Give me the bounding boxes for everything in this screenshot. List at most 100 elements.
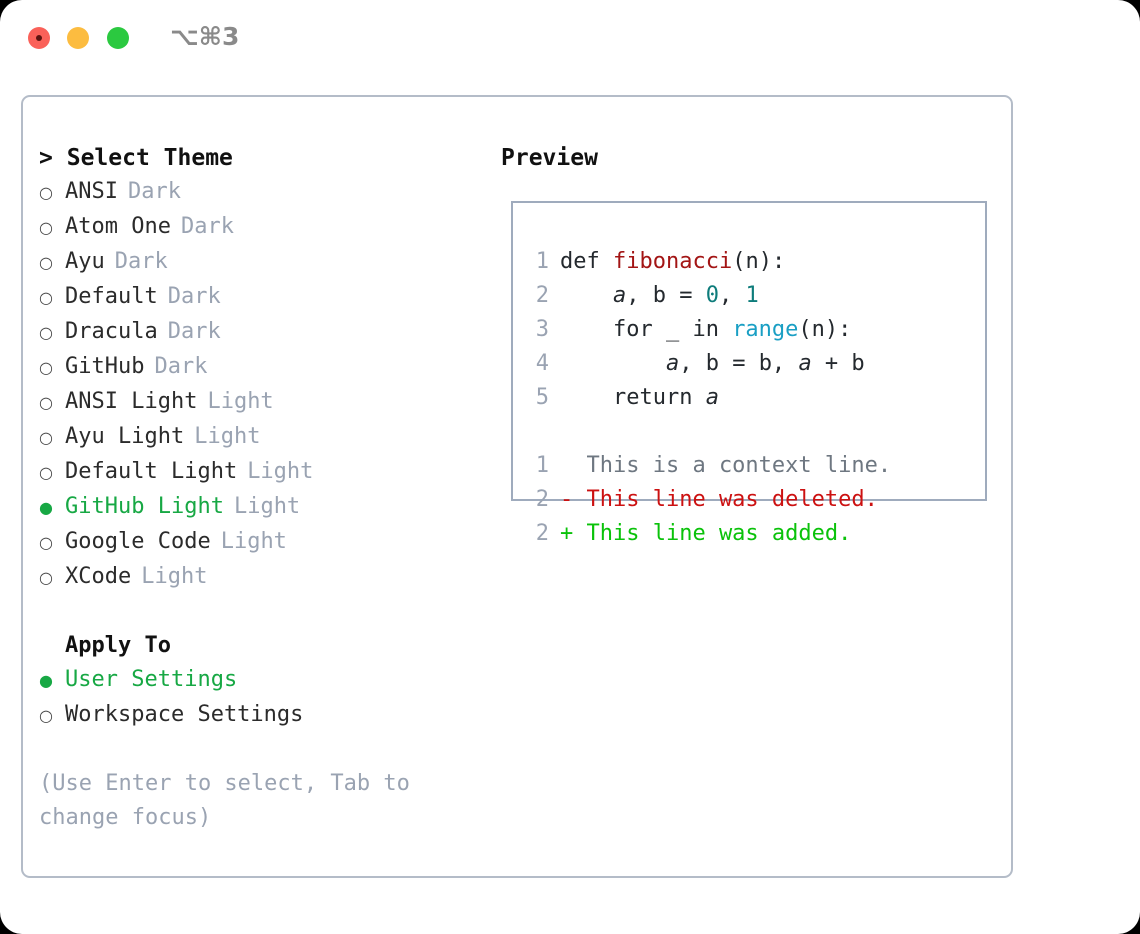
close-button[interactable] <box>28 27 50 49</box>
keyboard-hint: (Use Enter to select, Tab to change focu… <box>39 771 424 830</box>
theme-list-item[interactable]: ○ XCode Light <box>39 560 479 595</box>
code-line-text: def fibonacci(n): <box>560 245 785 279</box>
theme-list-item[interactable]: ○ Google Code Light <box>39 525 479 560</box>
diff-line-text: - This line was deleted. <box>560 487 878 512</box>
code-token <box>560 283 613 308</box>
theme-list-item[interactable]: ○ Default Dark <box>39 280 479 315</box>
minimize-button[interactable] <box>67 27 89 49</box>
code-token: def <box>560 249 613 274</box>
theme-item-variant-tag: Light <box>141 564 208 589</box>
code-token: a <box>612 283 627 308</box>
code-line-text: a, b = b, a + b <box>560 347 865 381</box>
preview-heading: Preview <box>501 145 598 171</box>
theme-item-label: GitHub <box>65 354 145 379</box>
apply-to-option-label: User Settings <box>65 667 238 692</box>
line-number: 3 <box>535 317 549 342</box>
code-token: return <box>560 385 706 410</box>
diff-line: 2- This line was deleted. <box>523 483 981 517</box>
theme-list-item[interactable]: ○ Default Light Light <box>39 455 479 490</box>
code-line-text: return a <box>560 381 719 415</box>
theme-list-item[interactable]: ○ Ayu Dark <box>39 245 479 280</box>
theme-item-label: Google Code <box>65 529 211 554</box>
apply-to-heading: Apply To <box>65 633 171 658</box>
diff-line: 2 + This line was added. <box>523 517 981 551</box>
theme-list-item[interactable]: ○ Ayu Light Light <box>39 420 479 455</box>
theme-item-variant-tag: Dark <box>167 319 221 344</box>
theme-item-variant-tag: Dark <box>114 249 168 274</box>
apply-to-option[interactable]: ●User Settings <box>39 663 479 698</box>
diff-line-text: + This line was added. <box>560 521 852 546</box>
code-token: a <box>665 351 680 376</box>
radio-unselected-icon: ○ <box>39 358 53 377</box>
theme-list-item[interactable]: ○ ANSI Dark <box>39 175 479 210</box>
code-line-text: a, b = 0, 1 <box>560 279 759 313</box>
theme-item-variant-tag: Dark <box>167 284 221 309</box>
code-token: 1 <box>745 283 759 308</box>
radio-unselected-icon: ○ <box>39 533 53 552</box>
code-line: 4 a, b = b, a + b <box>523 347 981 381</box>
select-theme-heading: > Select Theme <box>39 141 479 175</box>
diff-sample: 1 This is a context line.2- This line wa… <box>523 449 981 551</box>
theme-list-item[interactable]: ○ GitHub Dark <box>39 350 479 385</box>
hint-spacer <box>39 733 479 767</box>
theme-item-label: ANSI <box>65 179 118 204</box>
theme-item-label: Ayu <box>65 249 105 274</box>
code-token: (n): <box>798 317 852 342</box>
theme-item-label: Default Light <box>65 459 238 484</box>
line-number: 4 <box>535 351 549 376</box>
code-line: 3 for _ in range(n): <box>523 313 981 347</box>
apply-to-list: ●User Settings○Workspace Settings <box>39 663 479 733</box>
code-token <box>560 351 666 376</box>
radio-unselected-icon: ○ <box>39 463 53 482</box>
code-token: , <box>626 283 653 308</box>
radio-unselected-icon: ○ <box>39 393 53 412</box>
theme-item-variant-tag: Dark <box>127 179 181 204</box>
apply-to-option[interactable]: ○Workspace Settings <box>39 698 479 733</box>
code-token: fibonacci <box>612 249 733 274</box>
theme-list-item[interactable]: ○ ANSI Light Light <box>39 385 479 420</box>
code-line-text: for _ in range(n): <box>560 313 851 347</box>
diff-line: 1 This is a context line. <box>523 449 981 483</box>
theme-item-variant-tag: Dark <box>180 214 234 239</box>
theme-item-label: Default <box>65 284 158 309</box>
code-token: a <box>705 385 719 410</box>
theme-item-variant-tag: Light <box>247 459 314 484</box>
radio-unselected-icon: ○ <box>39 288 53 307</box>
maximize-button[interactable] <box>107 27 129 49</box>
list-spacer <box>39 595 479 629</box>
window-titlebar: ⌥⌘3 <box>0 0 1140 78</box>
radio-unselected-icon: ○ <box>39 218 53 237</box>
line-number: 2 <box>535 521 549 546</box>
code-token: = <box>665 283 706 308</box>
theme-item-variant-tag: Dark <box>154 354 208 379</box>
radio-selected-icon: ● <box>39 498 53 517</box>
theme-item-variant-tag: Light <box>220 529 287 554</box>
code-token: b <box>652 283 666 308</box>
radio-unselected-icon: ○ <box>39 428 53 447</box>
code-token: a <box>798 351 812 376</box>
theme-item-variant-tag: Light <box>194 424 261 449</box>
radio-unselected-icon: ○ <box>39 183 53 202</box>
theme-item-variant-tag: Light <box>207 389 274 414</box>
theme-item-label: GitHub Light <box>65 494 224 519</box>
theme-item-label: Ayu Light <box>65 424 185 449</box>
theme-list-item[interactable]: ○ Atom One Dark <box>39 210 479 245</box>
radio-unselected-icon: ○ <box>39 568 53 587</box>
theme-item-label: ANSI Light <box>65 389 198 414</box>
code-token: 0 <box>705 283 719 308</box>
code-token: + b <box>811 351 865 376</box>
diff-line-text: This is a context line. <box>560 453 892 478</box>
theme-item-label: Atom One <box>65 214 171 239</box>
theme-item-label: XCode <box>65 564 132 589</box>
radio-unselected-icon: ○ <box>39 253 53 272</box>
line-number: 2 <box>535 283 549 308</box>
